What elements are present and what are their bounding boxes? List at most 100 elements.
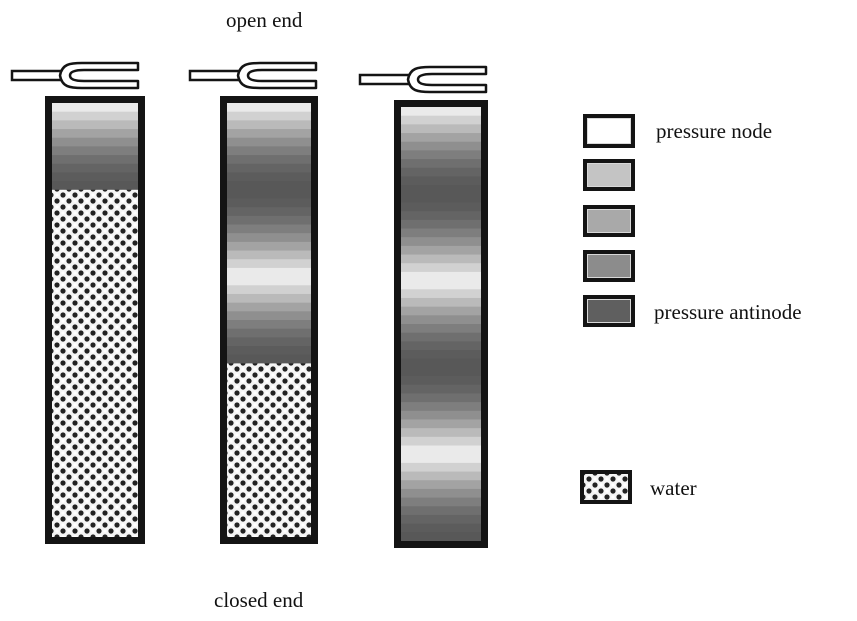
air-band — [401, 271, 481, 282]
air-band — [227, 103, 311, 113]
air-band — [401, 532, 481, 542]
air-band — [401, 202, 481, 212]
air-band — [227, 163, 311, 173]
air-band — [401, 324, 481, 334]
air-band — [227, 337, 311, 347]
air-band — [52, 120, 138, 130]
air-band — [401, 167, 481, 177]
air-band — [401, 367, 481, 377]
air-band — [401, 376, 481, 386]
legend-swatch-pressure-node — [583, 114, 635, 148]
air-band — [52, 163, 138, 173]
air-band — [227, 215, 311, 226]
air-band — [401, 410, 481, 420]
air-band — [227, 146, 311, 156]
air-band — [401, 141, 481, 151]
air-band — [401, 350, 481, 360]
air-band — [227, 155, 311, 165]
air-band — [401, 419, 481, 429]
air-band — [227, 346, 311, 356]
air-band — [227, 181, 311, 191]
legend-label-pressure-antinode: pressure antinode — [654, 300, 802, 324]
air-band — [227, 250, 311, 260]
air-band — [401, 211, 481, 221]
air-band — [227, 328, 311, 338]
tuning-fork-icon — [188, 61, 318, 90]
air-band — [401, 497, 481, 507]
air-band — [401, 471, 481, 481]
air-band — [227, 207, 311, 217]
air-band — [52, 155, 138, 165]
air-band — [227, 137, 311, 147]
air-band — [227, 172, 311, 182]
tube-1 — [45, 96, 145, 544]
air-band — [52, 111, 138, 121]
air-band — [227, 241, 311, 252]
air-band — [401, 159, 481, 169]
air-band — [401, 428, 481, 438]
air-band — [227, 311, 311, 321]
air-band — [227, 267, 311, 278]
air-band — [401, 315, 481, 325]
air-band — [401, 402, 481, 412]
air-band — [52, 181, 138, 191]
air-band — [401, 289, 481, 299]
air-band — [401, 150, 481, 160]
air-band — [401, 237, 481, 247]
air-band — [401, 124, 481, 134]
air-band — [401, 297, 481, 308]
legend-swatch-shade-2 — [583, 205, 635, 237]
air-band — [227, 129, 311, 139]
air-band — [227, 276, 311, 286]
air-band — [227, 293, 311, 304]
air-band — [401, 514, 481, 525]
tuning-fork-icon — [358, 65, 488, 94]
air-band — [401, 488, 481, 499]
air-band — [227, 224, 311, 234]
air-band — [401, 480, 481, 490]
air-band — [401, 462, 481, 473]
air-band — [227, 189, 311, 199]
air-band — [401, 341, 481, 351]
air-band — [52, 103, 138, 113]
tube-wall — [394, 100, 488, 548]
air-band — [401, 445, 481, 455]
legend-swatch-shade-1 — [583, 159, 635, 191]
air-band — [401, 306, 481, 316]
air-band — [401, 245, 481, 256]
air-band — [52, 172, 138, 182]
air-band — [401, 219, 481, 230]
air-band — [227, 111, 311, 121]
air-band — [227, 285, 311, 295]
air-band — [227, 354, 311, 364]
tube-3 — [394, 100, 488, 548]
air-band — [227, 320, 311, 330]
tuning-fork-icon — [10, 61, 140, 90]
air-band — [52, 137, 138, 147]
resonance-tubes — [45, 96, 488, 548]
air-band — [227, 198, 311, 208]
air-band — [401, 436, 481, 447]
legend-swatch-water — [580, 470, 632, 504]
air-band — [227, 120, 311, 130]
air-band — [52, 146, 138, 156]
air-band — [401, 358, 481, 368]
tuning-forks — [10, 61, 488, 94]
air-band — [401, 193, 481, 203]
tube-2 — [220, 96, 318, 544]
legend-label-pressure-node: pressure node — [656, 119, 773, 143]
air-band — [401, 185, 481, 195]
air-band — [401, 228, 481, 238]
open-end-label: open end — [226, 8, 303, 32]
air-band — [401, 506, 481, 516]
air-band — [401, 263, 481, 273]
air-band — [227, 233, 311, 243]
air-band — [401, 133, 481, 143]
air-band — [401, 523, 481, 533]
legend-label-water: water — [650, 476, 697, 500]
air-band — [52, 129, 138, 139]
air-band — [401, 107, 481, 117]
air-band — [401, 384, 481, 394]
tube-wall — [220, 96, 318, 544]
